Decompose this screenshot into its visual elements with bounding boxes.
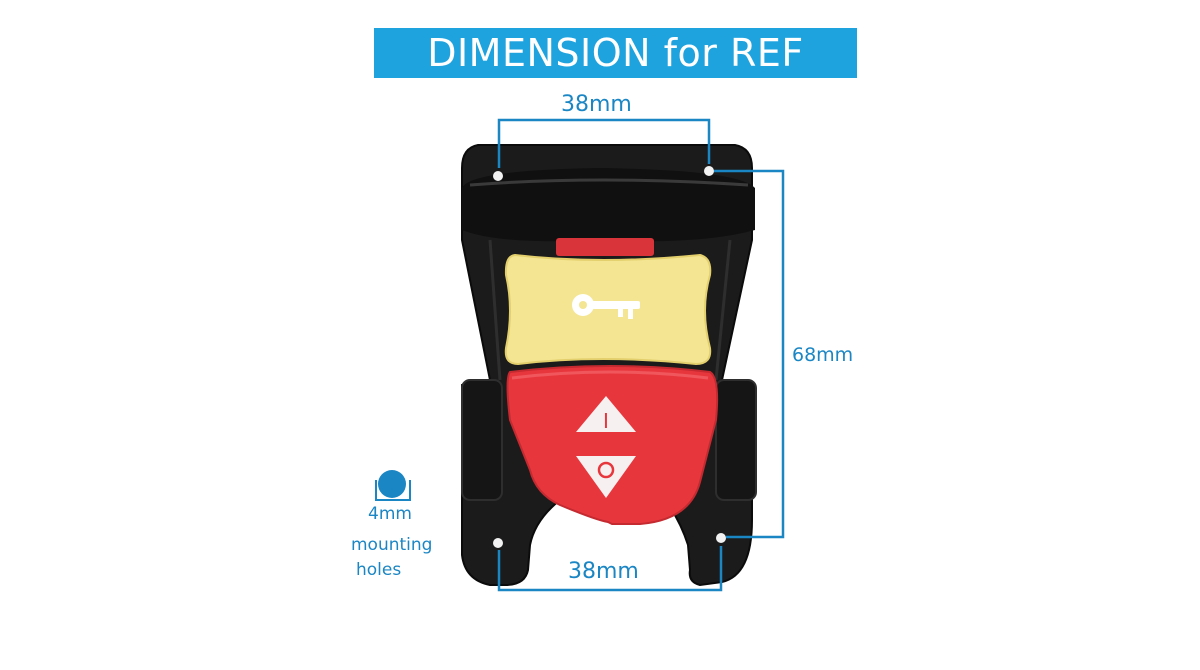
on-triangle-icon[interactable]: I [576, 396, 636, 433]
top-dimension-line [497, 118, 711, 168]
hole-icon [375, 470, 411, 501]
bottom-width-label: 38mm [568, 559, 639, 584]
banner-title: DIMENSION for REF [427, 31, 804, 75]
bottom-dimension-line [497, 546, 723, 592]
red-indicator-strip [556, 238, 654, 256]
off-triangle-icon[interactable] [576, 456, 636, 498]
height-dimension-line [714, 169, 785, 539]
top-width-label: 38mm [561, 92, 632, 117]
safety-key[interactable] [504, 253, 712, 366]
title-banner: DIMENSION for REF [374, 28, 857, 78]
height-label: 68mm [792, 344, 854, 366]
dimension-lines [497, 118, 785, 592]
legend-mounting: mounting [351, 535, 433, 555]
legend-hole-size: 4mm [368, 504, 412, 524]
legend-holes: holes [356, 560, 402, 580]
mounting-holes [493, 166, 726, 548]
on-mark: I [603, 409, 609, 433]
switch-paddle[interactable]: I [506, 365, 719, 525]
key-icon [572, 294, 640, 319]
